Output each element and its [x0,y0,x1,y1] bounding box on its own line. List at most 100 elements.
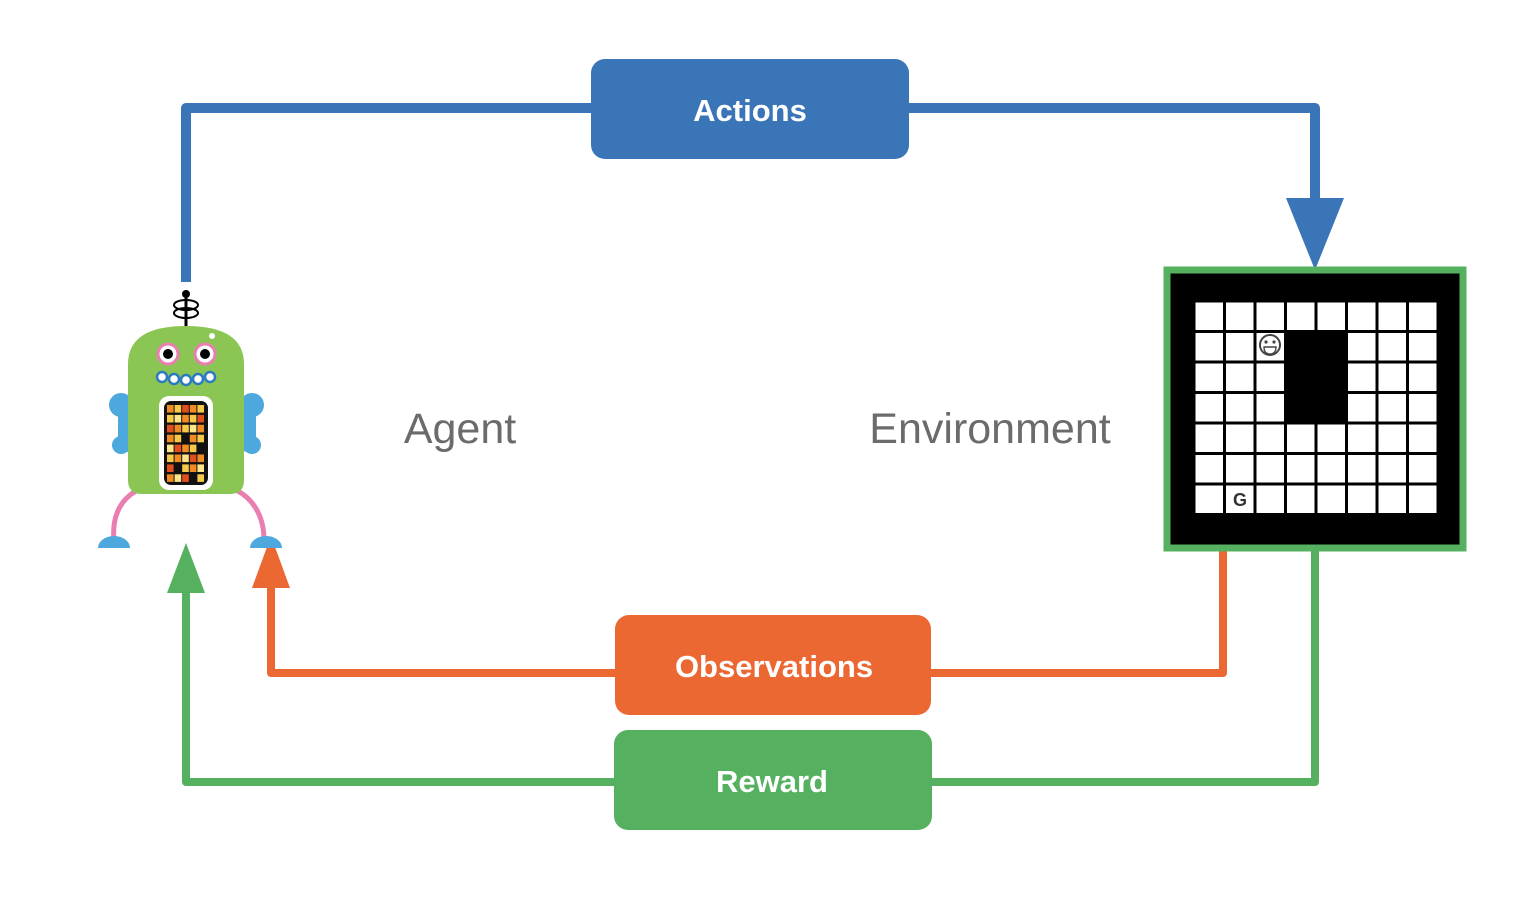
grid-cell [1226,455,1254,483]
goal-marker: G [1233,490,1247,510]
robot-screen-pixel [167,464,174,472]
grid-cell [1409,363,1437,391]
grid-cell [1348,424,1376,452]
grid-cell [1195,485,1223,513]
smiley-face-icon [1259,334,1281,356]
robot-screen-pixel [167,424,174,433]
grid-cell [1256,394,1284,422]
grid-cell [1195,394,1223,422]
robot-screen-pixel [174,405,182,413]
grid-cell [1195,363,1223,391]
grid-cell [1348,394,1376,422]
grid-cell [1348,302,1376,330]
grid-cell [1256,485,1284,513]
environment-wall-block [1285,331,1347,423]
reward-box: Reward [614,730,932,830]
robot-screen-pixel [174,414,182,423]
grid-cell [1409,394,1437,422]
observations-arrowhead [252,536,290,588]
robot-screen-pixel [197,414,204,423]
grid-cell [1287,424,1315,452]
robot-screen-pixel [197,405,204,413]
robot-screen-pixel [174,424,182,433]
actions-box: Actions [591,59,909,159]
robot-screen-pixel [182,414,189,423]
grid-cell [1409,333,1437,361]
grid-cell [1409,424,1437,452]
robot-screen-pixel [189,464,197,472]
robot-screen-pixel [167,454,174,463]
grid-cell [1256,455,1284,483]
grid-cell [1409,455,1437,483]
grid-cell [1409,302,1437,330]
robot-agent-icon [98,290,282,548]
grid-cell [1195,333,1223,361]
robot-screen-pixel [189,414,197,423]
agent-label: Agent [404,405,516,453]
robot-screen-pixel [189,454,197,463]
observations-label: Observations [675,649,873,684]
robot-screen-pixels [167,405,204,482]
environment-gridworld: G [1163,266,1467,552]
grid-cell [1226,333,1254,361]
grid-cell [1378,455,1406,483]
grid-cell [1226,363,1254,391]
robot-screen-pixel [174,464,182,472]
robot-screen-pixel [189,474,197,482]
robot-screen-pixel [167,444,174,453]
grid-cell [1378,485,1406,513]
grid-cell [1195,455,1223,483]
robot-screen-pixel [197,454,204,463]
robot-screen-pixel [182,444,189,453]
robot-screen-pixel [197,474,204,482]
robot-screen-pixel [189,405,197,413]
robot-screen-pixel [197,434,204,443]
robot-screen-pixel [197,424,204,433]
grid-cell [1317,485,1345,513]
grid-cell [1348,363,1376,391]
robot-screen-pixel [174,444,182,453]
grid-cell [1348,333,1376,361]
robot-screen-pixel [182,464,189,472]
robot-screen-pixel [182,454,189,463]
grid-cell [1287,302,1315,330]
reward-arrowhead [167,543,205,593]
robot-screen-pixel [174,434,182,443]
actions-arrowhead [1286,198,1344,270]
robot-screen-pixel [174,474,182,482]
reward-label: Reward [716,764,828,799]
grid-cell [1195,424,1223,452]
grid-cell [1195,302,1223,330]
robot-screen-pixel [189,424,197,433]
robot-screen-pixel [167,434,174,443]
robot-screen-pixel [167,414,174,423]
grid-cell [1226,485,1254,513]
actions-label: Actions [693,93,807,128]
grid-cell [1256,363,1284,391]
robot-screen-pixel [197,464,204,472]
robot-screen-pixel [182,405,189,413]
grid-cell [1378,302,1406,330]
grid-cell [1317,302,1345,330]
robot-screen-pixel [197,444,204,453]
grid-cell [1226,302,1254,330]
grid-cell [1226,394,1254,422]
grid-cell [1348,455,1376,483]
robot-screen-pixel [174,454,182,463]
grid-cell [1378,394,1406,422]
robot-screen-pixel [167,474,174,482]
grid-cell [1348,485,1376,513]
robot-screen-pixel [189,434,197,443]
grid-cell [1378,333,1406,361]
grid-cell [1256,424,1284,452]
robot-screen-pixel [189,444,197,453]
grid-cell [1317,424,1345,452]
robot-screen-pixel [182,434,189,443]
observations-box: Observations [615,615,931,715]
grid-cell [1287,455,1315,483]
robot-screen-pixel [167,405,174,413]
robot-screen-pixel [182,424,189,433]
grid-cell [1409,485,1437,513]
grid-cell [1226,424,1254,452]
